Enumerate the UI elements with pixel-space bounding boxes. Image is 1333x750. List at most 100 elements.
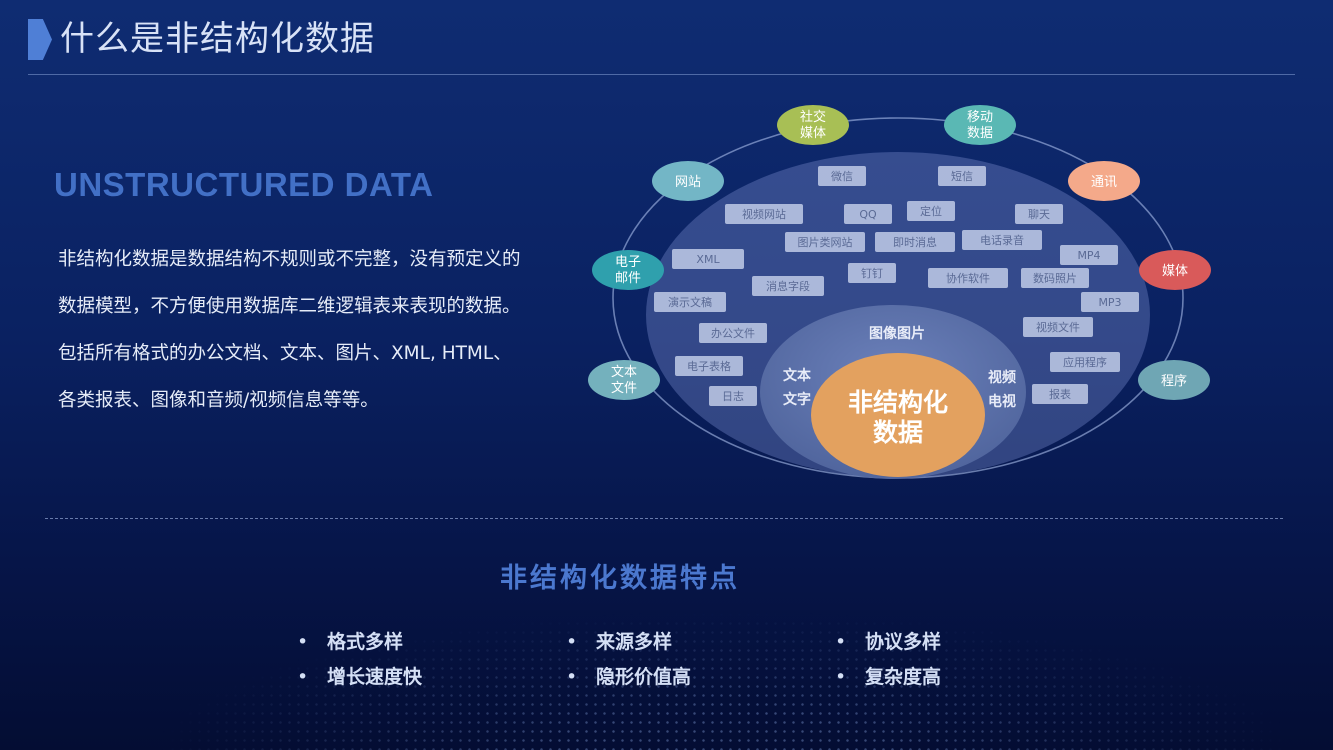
page-title: 什么是非结构化数据 [60,19,375,59]
data-source-bubble [944,105,1016,145]
data-tag-label: MP4 [1077,249,1100,262]
data-tag-box [907,201,955,221]
data-tag-label: 电话录音 [980,233,1024,247]
data-source-node: 通讯 [1068,161,1140,201]
data-tag: 办公文件 [699,323,767,343]
feature-label: 协议多样 [865,631,942,653]
data-source-bubble [592,250,664,290]
sources-layer: 社交媒体移动数据网站通讯电子邮件媒体文本文件程序 [588,105,1211,400]
section-divider [45,518,1283,519]
data-tag: 即时消息 [875,232,955,252]
data-source-node: 网站 [652,161,724,201]
feature-label: 来源多样 [596,631,673,653]
data-tag-label: 日志 [722,390,744,403]
data-tag-label: XML [696,253,720,266]
data-tag-label: 短信 [951,169,973,183]
data-tag-box [962,230,1042,250]
data-source-label: 邮件 [615,271,641,286]
data-tag-box [725,204,803,224]
english-title: UNSTRUCTURED DATA [54,166,434,203]
data-tag: 数码照片 [1021,268,1089,288]
bullet-icon: • [297,666,309,688]
feature-label: 复杂度高 [865,666,942,688]
data-tag-label: 视频文件 [1036,320,1080,334]
data-tag-box [938,166,986,186]
data-tag-box [785,232,865,252]
data-source-label: 电子 [615,255,641,270]
data-tag-label: 即时消息 [893,235,937,249]
data-source-label: 通讯 [1091,175,1117,190]
data-tag-label: 演示文稿 [668,295,712,309]
data-tag: XML [672,249,744,269]
data-source-node: 媒体 [1139,250,1211,290]
data-source-label: 移动 [967,110,993,125]
bullet-icon: • [566,666,578,688]
data-tag-label: 电子表格 [687,359,731,373]
data-tag-label: 报表 [1049,387,1071,401]
data-tag: 消息字段 [752,276,824,296]
data-source-label: 程序 [1161,374,1187,389]
data-tag-box [654,292,726,312]
data-tag: 演示文稿 [654,292,726,312]
data-tag-box [752,276,824,296]
description-text: 非结构化数据是数据结构不规则或不完整，没有预定义的数据模型，不方便使用数据库二维… [58,249,521,411]
data-source-bubble [1139,250,1211,290]
bullet-icon: • [835,631,847,653]
data-tag: 电子表格 [675,356,743,376]
data-tag-label: 视频网站 [742,207,786,221]
data-tag-label: 定位 [920,204,942,218]
data-source-label: 文本 [611,365,637,380]
inner-label-text-1: 文本 [783,367,812,384]
data-source-node: 程序 [1138,360,1210,400]
data-tag-label: MP3 [1098,296,1121,309]
inner-label-video-1: 视频 [988,369,1016,386]
data-tag-box [675,356,743,376]
data-tag: 聊天 [1015,204,1063,224]
data-tag-box [1021,268,1089,288]
data-tag-box [699,323,767,343]
feature-item: • 复杂度高 [835,665,942,689]
feature-label: 增长速度快 [327,666,423,688]
data-tag: 电话录音 [962,230,1042,250]
data-tag: 报表 [1032,384,1088,404]
inner-label-images: 图像图片 [869,325,925,342]
data-tag-label: 数码照片 [1033,272,1077,285]
title-divider [28,74,1295,75]
feature-item: • 来源多样 [566,630,673,654]
data-source-bubble [1068,161,1140,201]
data-tag-box [1032,384,1088,404]
data-tag-box [1023,317,1093,337]
data-tag: 短信 [938,166,986,186]
data-tag-label: 聊天 [1028,207,1050,221]
data-source-bubble [1138,360,1210,400]
data-source-label: 社交 [800,109,826,125]
data-tag-box [709,386,757,406]
data-tag-label: 应用程序 [1063,355,1107,369]
data-source-label: 文件 [611,381,637,396]
data-tag-label: 钉钉 [861,267,883,280]
center-label-line-2: 数据 [873,418,923,447]
data-tag-box [818,166,866,186]
inner-label-text-2: 文字 [783,391,811,408]
data-tag-label: 协作软件 [946,271,990,285]
center-core [811,353,985,477]
data-tag-label: 图片类网站 [798,235,853,249]
data-tag: 微信 [818,166,866,186]
data-tag-label: 微信 [831,169,853,183]
data-tag-label: QQ [859,208,877,221]
data-tag: 视频网站 [725,204,803,224]
data-tag: 钉钉 [848,263,896,283]
data-tag: 应用程序 [1050,352,1120,372]
data-tag: MP4 [1060,245,1118,265]
feature-item: • 增长速度快 [297,665,423,689]
feature-item: •隐形价值高 [566,665,691,689]
data-source-bubble [777,105,849,145]
bullet-icon: • [566,631,578,653]
bullet-icon: • [835,666,847,688]
data-tag-box [848,263,896,283]
